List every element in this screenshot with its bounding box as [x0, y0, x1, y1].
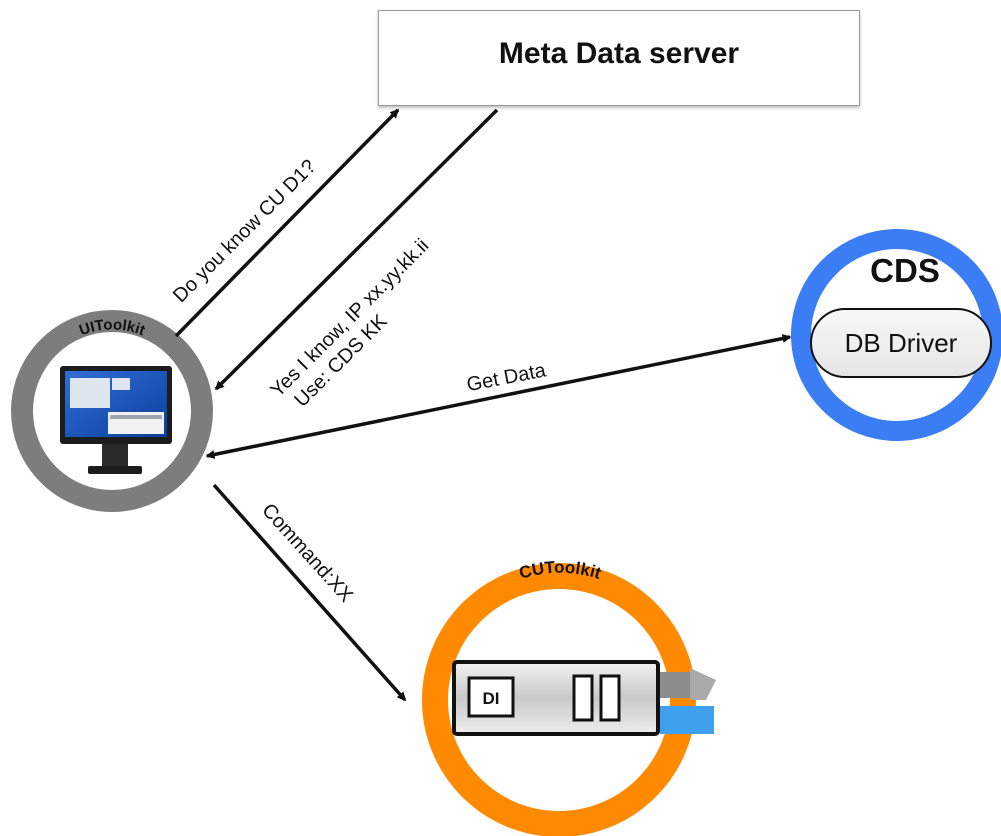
command-arrow: [212, 483, 407, 702]
db-driver-pill: DB Driver: [810, 308, 992, 378]
meta-data-server-title: Meta Data server: [498, 37, 740, 70]
ui-toolkit-ring: [11, 310, 213, 512]
cds-node: [791, 229, 1001, 441]
cds-title: CDS: [870, 252, 940, 289]
ui-toolkit-label: UIToolkit: [77, 316, 147, 339]
device-label: DI: [483, 689, 500, 708]
monitor-icon: [60, 366, 172, 474]
cu-toolkit-node: [422, 563, 716, 836]
cds-ring: [791, 229, 1001, 441]
cu-toolkit-ring: [422, 563, 696, 836]
query-arrow: [174, 108, 400, 338]
get-data-arrow: [205, 334, 792, 459]
ui-toolkit-node: [11, 310, 213, 512]
device-icon: [452, 660, 716, 736]
meta-data-server-box: Meta Data server: [378, 10, 860, 106]
